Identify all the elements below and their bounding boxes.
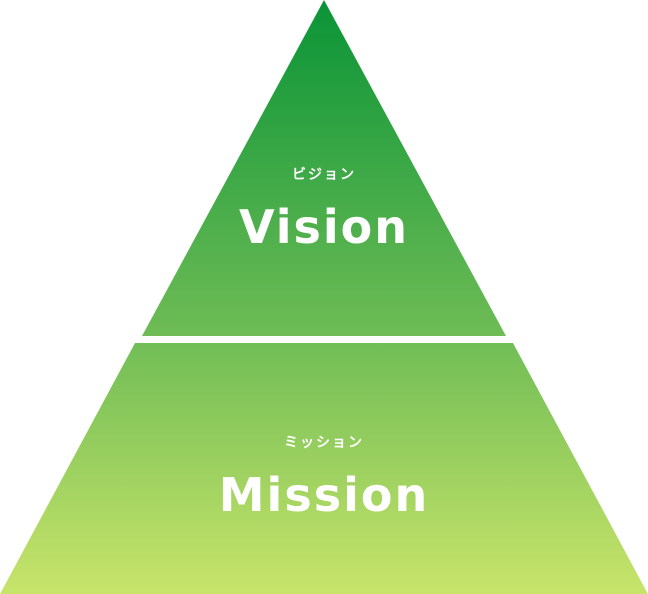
vision-title: Vision xyxy=(238,200,410,254)
mission-kana-label: ミッション xyxy=(284,435,364,451)
vision-kana-label: ビジョン xyxy=(292,167,356,183)
vision-tier xyxy=(142,0,506,336)
mission-title: Mission xyxy=(218,468,430,522)
mission-tier xyxy=(0,343,648,594)
